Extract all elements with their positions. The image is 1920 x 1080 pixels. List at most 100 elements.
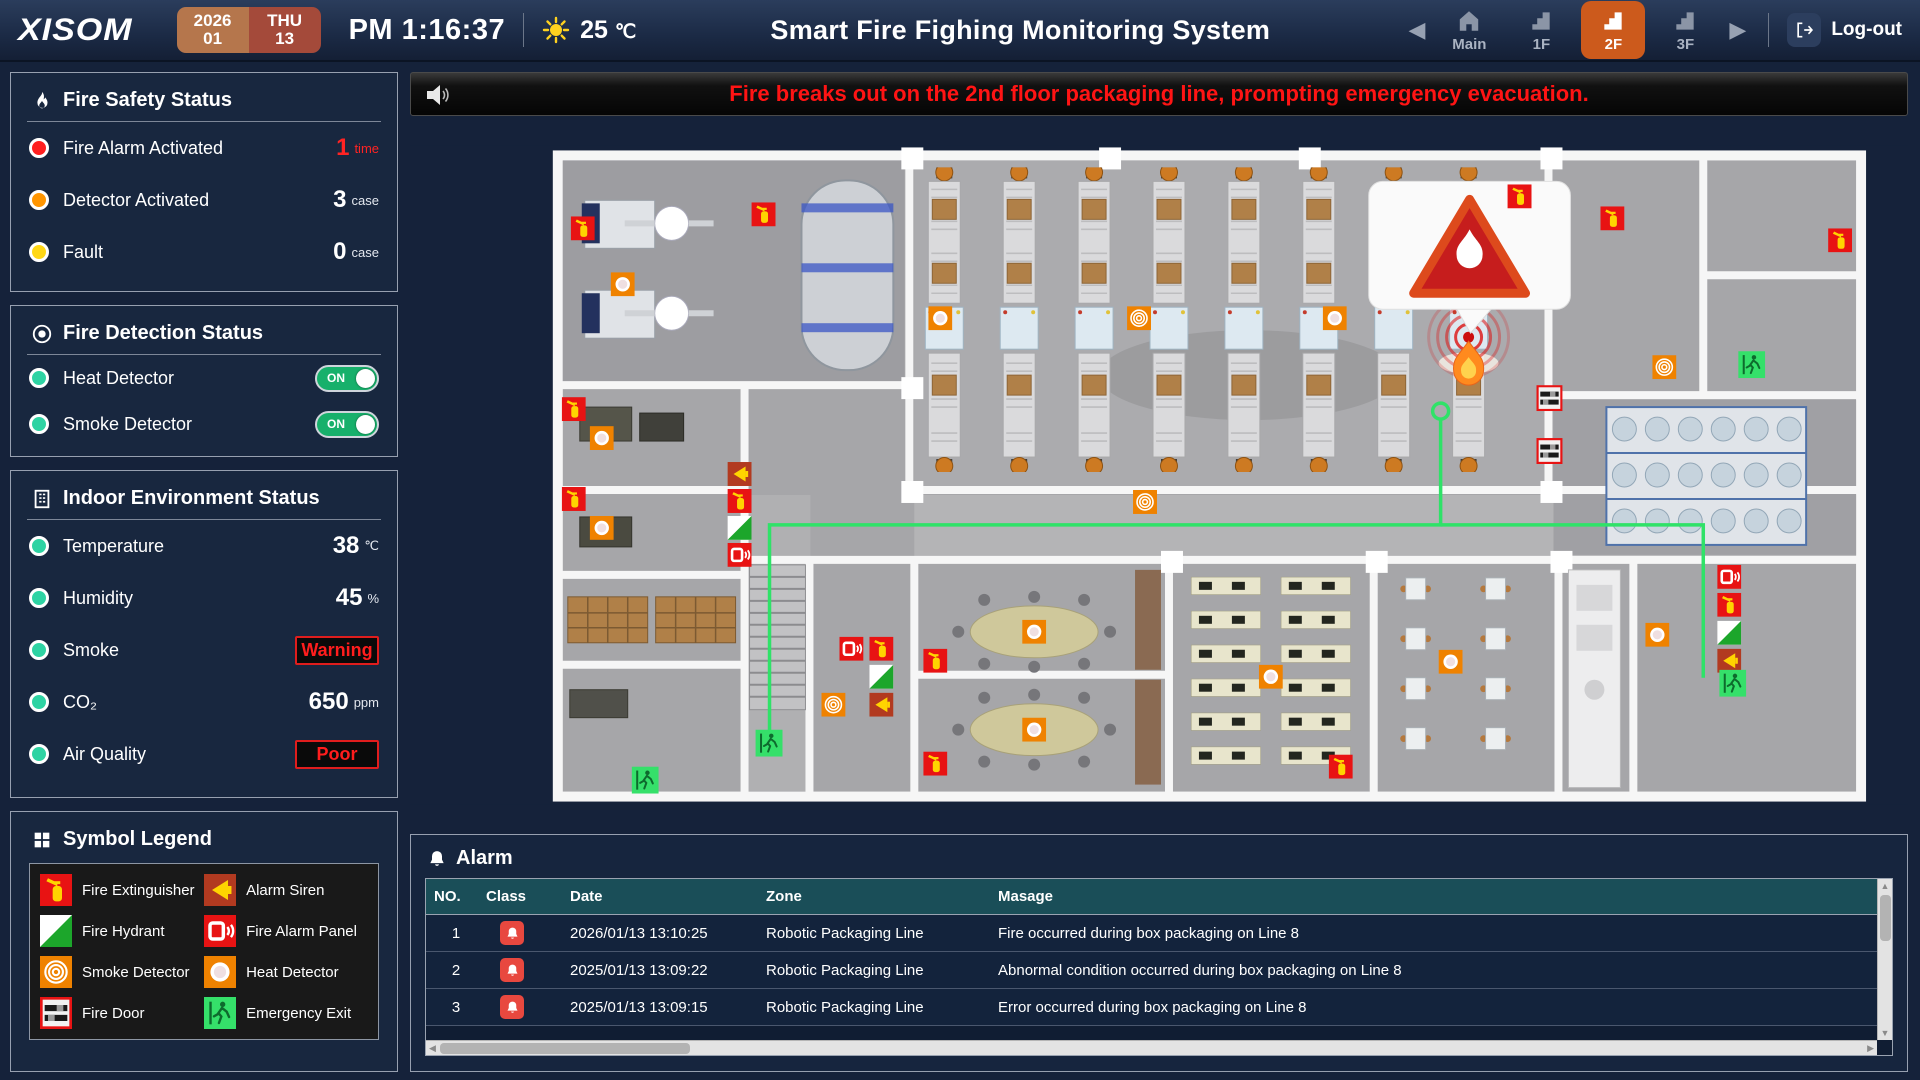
smoke-detector-icon <box>821 692 846 717</box>
logout-icon <box>1787 13 1822 47</box>
flame-icon <box>37 91 48 108</box>
grid-icon <box>34 832 50 847</box>
fire-alert-callout <box>1368 180 1571 335</box>
fire-extinguisher-icon <box>923 648 948 673</box>
fire-door-icon <box>1536 385 1563 412</box>
co2-row: CO₂ 650 ppm <box>27 676 381 728</box>
heat-detector-toggle[interactable]: ON <box>315 364 379 392</box>
fire-extinguisher-icon <box>923 751 948 776</box>
alarm-title: Alarm <box>456 847 513 869</box>
alert-banner: Fire breaks out on the 2nd floor packagi… <box>410 72 1908 116</box>
logout-button[interactable]: Log-out <box>1787 13 1902 47</box>
alarm-row-3[interactable]: 3 2025/01/13 13:09:15 Robotic Packaging … <box>426 989 1892 1026</box>
fire-extinguisher-icon <box>1600 206 1625 231</box>
smoke-detector-icon <box>1652 355 1677 380</box>
nav-3f-button[interactable]: 3F <box>1653 1 1717 59</box>
fire-hydrant-icon <box>727 515 752 540</box>
alarm-siren-icon <box>204 874 236 906</box>
heat-detector-icon <box>1022 619 1047 644</box>
panel-title: Symbol Legend <box>63 828 212 850</box>
floor-navigation: ◀ Main 1F 2F 3F ▶ <box>1404 1 1750 59</box>
fire-extinguisher-icon <box>727 488 752 513</box>
temperature-value: 38 <box>332 532 360 559</box>
next-floor-arrow[interactable]: ▶ <box>1725 13 1750 47</box>
alarm-bell-icon <box>500 921 524 945</box>
teal-status-dot <box>29 414 49 434</box>
stairs-icon <box>1600 8 1626 34</box>
emergency-exit-icon <box>1738 351 1766 379</box>
toggle-knob <box>356 414 375 434</box>
fire-extinguisher-icon <box>1328 754 1353 779</box>
stairs-icon <box>1672 8 1698 34</box>
left-rooms-equipment <box>567 406 737 719</box>
evacuation-routes <box>767 401 1706 737</box>
alarm-bell-icon <box>500 958 524 982</box>
horizontal-scrollbar-thumb[interactable] <box>440 1043 690 1054</box>
detector-count: 3 <box>333 186 347 213</box>
fire-alarm-count: 1 <box>336 134 350 161</box>
panel-title: Fire Detection Status <box>63 322 264 344</box>
stairwell <box>749 564 806 711</box>
fire-extinguisher-icon <box>1828 228 1853 253</box>
bell-icon <box>427 849 447 869</box>
alarm-table-header: NO. Class Date Zone Masage <box>426 879 1892 915</box>
alarm-row-2[interactable]: 2 2025/01/13 13:09:22 Robotic Packaging … <box>426 952 1892 989</box>
divider <box>523 13 525 47</box>
emergency-exit-icon <box>631 766 659 794</box>
sidebar: Fire Safety Status Fire Alarm Activated … <box>10 72 398 1072</box>
fire-door-icon <box>40 997 72 1029</box>
heat-detector-icon <box>1258 664 1283 689</box>
smoke-row: Smoke Warning <box>27 624 381 676</box>
smoke-detector-toggle[interactable]: ON <box>315 410 379 438</box>
floor-plan[interactable] <box>410 126 1908 824</box>
vertical-scrollbar-thumb[interactable] <box>1880 895 1891 941</box>
teal-status-dot <box>29 640 49 660</box>
indoor-environment-status-panel: Indoor Environment Status Temperature 38… <box>10 470 398 798</box>
nav-2f-button[interactable]: 2F <box>1581 1 1646 59</box>
heat-detector-row: Heat Detector ON <box>27 355 381 401</box>
nav-1f-button[interactable]: 1F <box>1509 1 1573 59</box>
yellow-status-dot <box>29 242 49 262</box>
fire-extinguisher-icon <box>561 486 586 511</box>
temperature-row: Temperature 38 ℃ <box>27 520 381 572</box>
legend-item-emergency-exit: Emergency Exit <box>204 997 368 1029</box>
emergency-exit-icon <box>204 997 236 1029</box>
detector-activated-row: Detector Activated 3 case <box>27 174 381 226</box>
teal-status-dot <box>29 536 49 556</box>
toggle-knob <box>356 368 375 388</box>
teal-status-dot <box>29 692 49 712</box>
horizontal-scrollbar[interactable]: ◀ ▶ <box>426 1040 1877 1055</box>
legend-box: Fire Extinguisher Alarm Siren Fire Hydra… <box>29 863 379 1040</box>
fire-extinguisher-icon <box>1507 184 1532 209</box>
home-icon <box>1456 8 1482 34</box>
legend-item-fire-door: Fire Door <box>40 997 196 1029</box>
alarm-row-1[interactable]: 1 2026/01/13 13:10:25 Robotic Packaging … <box>426 915 1892 952</box>
heat-detector-icon <box>204 956 236 988</box>
teal-status-dot <box>29 744 49 764</box>
legend-item-heat-detector: Heat Detector <box>204 956 368 988</box>
alarm-siren-icon <box>869 692 894 717</box>
fire-alarm-activated-row: Fire Alarm Activated 1 time <box>27 122 381 174</box>
smoke-detector-icon <box>1127 306 1152 331</box>
orange-status-dot <box>29 190 49 210</box>
alarm-bell-icon <box>500 995 524 1019</box>
legend-item-smoke-detector: Smoke Detector <box>40 956 196 988</box>
fault-row: Fault 0 case <box>27 226 381 278</box>
humidity-value: 45 <box>335 584 363 611</box>
heat-detector-icon <box>589 426 614 451</box>
sun-icon <box>542 16 570 44</box>
vertical-scrollbar[interactable]: ▲ ▼ <box>1877 879 1892 1040</box>
emergency-exit-icon <box>755 729 783 757</box>
nav-main-button[interactable]: Main <box>1437 1 1501 59</box>
heat-detector-icon <box>928 306 953 331</box>
fire-detection-status-panel: Fire Detection Status Heat Detector ON S… <box>10 305 398 457</box>
record-circle-icon <box>32 324 52 343</box>
fire-extinguisher-icon <box>1717 592 1742 617</box>
main-area: Fire breaks out on the 2nd floor packagi… <box>410 72 1908 1072</box>
heat-detector-icon <box>1438 649 1463 674</box>
prev-floor-arrow[interactable]: ◀ <box>1404 13 1429 47</box>
fire-alarm-panel-icon <box>204 915 236 947</box>
